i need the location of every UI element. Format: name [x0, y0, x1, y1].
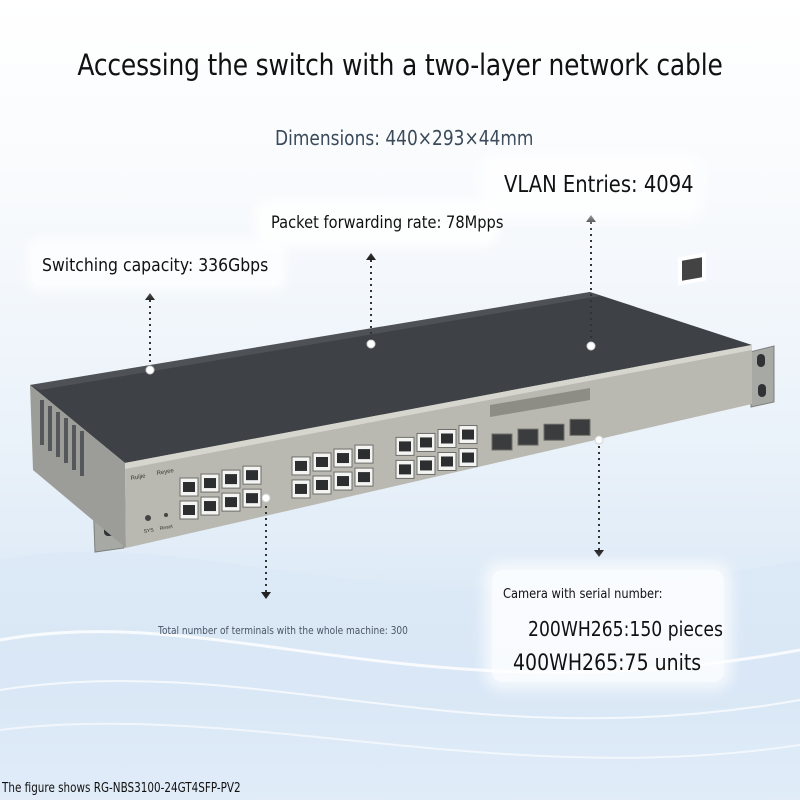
rj45-port-socket — [204, 501, 216, 512]
rj45-port-socket — [420, 460, 432, 471]
rj45-port-socket — [441, 456, 453, 467]
page-title: Accessing the switch with a two-layer ne… — [77, 48, 723, 82]
anchor-dot-icon — [594, 435, 604, 445]
vent-grille — [40, 400, 84, 476]
anchor-dot-icon — [586, 341, 596, 351]
rj45-port-socket — [316, 479, 328, 490]
rj45-port-socket — [441, 433, 453, 444]
sys-label: SYS — [143, 527, 155, 535]
arrow-down-icon — [261, 592, 271, 599]
forwarding-label-backdrop — [260, 204, 492, 242]
vlan-entries-label: VLAN Entries: 4094 — [504, 172, 694, 198]
qr-code — [678, 252, 706, 286]
anchor-dot-icon — [261, 493, 271, 503]
arrow-up-icon — [366, 253, 376, 260]
rj45-port-socket — [225, 474, 237, 485]
rj45-port-array — [179, 425, 478, 520]
dimensions-label: Dimensions: 440×293×44mm — [275, 126, 534, 150]
rj45-port-socket — [358, 449, 370, 460]
camera-line-400wh265: 400WH265:75 units — [513, 651, 702, 676]
brand-logo: Ruijie — [130, 473, 146, 482]
rj45-port-socket — [358, 472, 370, 483]
camera-heading: Camera with serial number: — [503, 587, 663, 602]
rj45-port-socket — [462, 452, 474, 463]
vlan-label-backdrop — [486, 160, 696, 212]
reset-pinhole[interactable] — [164, 513, 168, 517]
sfp-port[interactable] — [491, 433, 513, 451]
total-terminals-label: Total number of terminals with the whole… — [158, 624, 408, 637]
sfp-port[interactable] — [569, 418, 591, 436]
rj45-port-socket — [399, 441, 411, 452]
rj45-port-socket — [246, 493, 258, 504]
sys-led — [145, 515, 151, 521]
rj45-port-socket — [225, 497, 237, 508]
arrow-down-icon — [594, 550, 604, 557]
series-logo: Reyee — [156, 468, 175, 477]
rj45-port-socket — [204, 478, 216, 489]
rj45-port-socket — [337, 476, 349, 487]
switching-capacity-label: Switching capacity: 336Gbps — [42, 255, 269, 276]
arrow-up-icon — [586, 215, 596, 222]
rj45-port-socket — [462, 429, 474, 440]
rj45-port-socket — [183, 505, 195, 515]
rj45-port-socket — [246, 470, 258, 481]
figure-caption: The figure shows RG-NBS3100-24GT4SFP-PV2 — [2, 781, 241, 796]
arrow-up-icon — [145, 293, 155, 300]
sfp-port-array — [491, 418, 591, 451]
rj45-port-socket — [337, 453, 349, 464]
rj45-port-socket — [399, 464, 411, 475]
rj45-port-socket — [183, 482, 195, 492]
sfp-port[interactable] — [517, 428, 539, 446]
rj45-port-socket — [316, 456, 328, 467]
sfp-port[interactable] — [543, 423, 565, 441]
anchor-dot-icon — [366, 339, 376, 349]
packet-forwarding-label: Packet forwarding rate: 78Mpps — [271, 213, 504, 233]
switching-label-backdrop — [32, 244, 282, 286]
camera-line-200wh265: 200WH265:150 pieces — [528, 617, 723, 641]
anchor-dot-icon — [145, 365, 155, 375]
camera-info-box — [492, 570, 724, 682]
rj45-port-socket — [420, 437, 432, 448]
reset-label: Reset — [159, 524, 174, 532]
rj45-port-socket — [295, 483, 307, 494]
rj45-port-socket — [295, 460, 307, 471]
